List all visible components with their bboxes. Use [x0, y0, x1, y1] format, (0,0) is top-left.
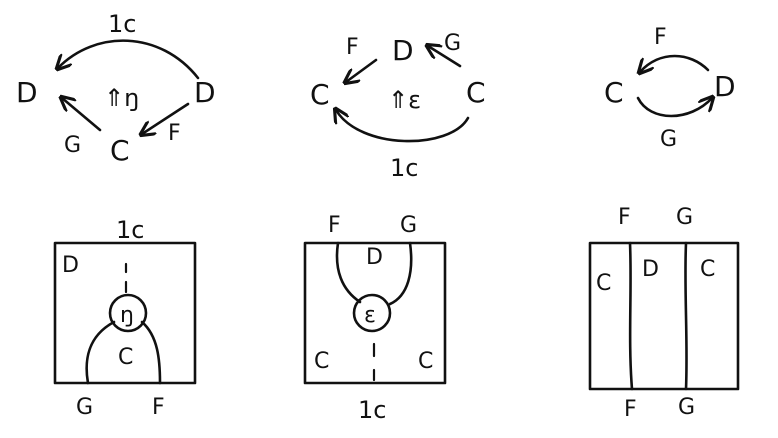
- bottom-left-label: G: [76, 395, 93, 420]
- node-label: ε: [364, 303, 376, 328]
- unit-node: [108, 293, 148, 333]
- counit-2cell-diagram: D C C F G ⇑ε 1c: [310, 31, 486, 182]
- bottom-right-label: F: [152, 395, 165, 420]
- top-right-label: G: [400, 213, 417, 238]
- left-string: [628, 241, 634, 391]
- bottom-label: 1c: [358, 396, 386, 424]
- right-arrow: [142, 102, 190, 134]
- counit-node: [352, 293, 392, 333]
- top-left-arrow: [346, 58, 378, 82]
- left-object: C: [310, 78, 330, 111]
- identity-string-diagram: F G C D C F G: [588, 205, 740, 422]
- top-object: D: [392, 34, 414, 67]
- bottom-label: 1c: [390, 154, 418, 182]
- right-object: C: [466, 76, 486, 109]
- region-inner: D: [366, 245, 383, 270]
- region-mid: D: [642, 257, 659, 282]
- top-arrow-label: 1c: [108, 10, 136, 38]
- adjunction-diagram: C D F G: [604, 25, 736, 152]
- top-label: 1c: [116, 216, 144, 244]
- left-string: [335, 241, 362, 304]
- top-right-label: G: [676, 205, 693, 230]
- bottom-object: C: [110, 134, 130, 167]
- bottom-right-label: G: [678, 395, 695, 420]
- unit-string-diagram: 1c D ŋ C G F: [53, 216, 197, 420]
- region-top: D: [62, 253, 79, 278]
- top-arrow: [58, 39, 200, 80]
- right-object: D: [194, 76, 216, 109]
- top-right-label: G: [444, 31, 461, 56]
- cell-label: ⇑ŋ: [104, 84, 139, 112]
- region-right: C: [700, 257, 715, 282]
- top-left-label: F: [618, 205, 631, 230]
- right-string: [684, 241, 688, 391]
- bottom-label: G: [660, 127, 677, 152]
- bottom-arrow: [336, 110, 470, 143]
- top-label: F: [654, 25, 667, 50]
- right-string: [140, 320, 162, 385]
- top-left-label: F: [328, 213, 341, 238]
- bottom-arrow: [636, 98, 712, 118]
- left-object: C: [604, 76, 624, 109]
- right-arrow-label: F: [168, 121, 181, 146]
- frame: [588, 241, 740, 391]
- region-left: C: [596, 271, 611, 296]
- frame: [53, 241, 197, 385]
- top-right-arrow: [428, 46, 462, 68]
- bottom-left-label: F: [624, 397, 637, 422]
- unit-2cell-diagram: 1c D D C G F ⇑ŋ: [16, 10, 216, 167]
- top-arrow: [640, 54, 710, 72]
- right-object: D: [714, 70, 736, 103]
- region-left: C: [314, 349, 329, 374]
- left-string: [85, 320, 116, 385]
- right-string: [388, 241, 413, 306]
- left-arrow: [62, 98, 102, 132]
- top-left-label: F: [346, 35, 359, 60]
- left-object: D: [16, 76, 38, 109]
- counit-string-diagram: F G D ε C C 1c: [303, 213, 447, 424]
- frame: [303, 241, 447, 385]
- cell-label: ⇑ε: [388, 86, 421, 114]
- left-arrow-label: G: [64, 133, 81, 158]
- region-right: C: [418, 349, 433, 374]
- node-label: ŋ: [120, 303, 134, 328]
- region-inner: C: [118, 345, 133, 370]
